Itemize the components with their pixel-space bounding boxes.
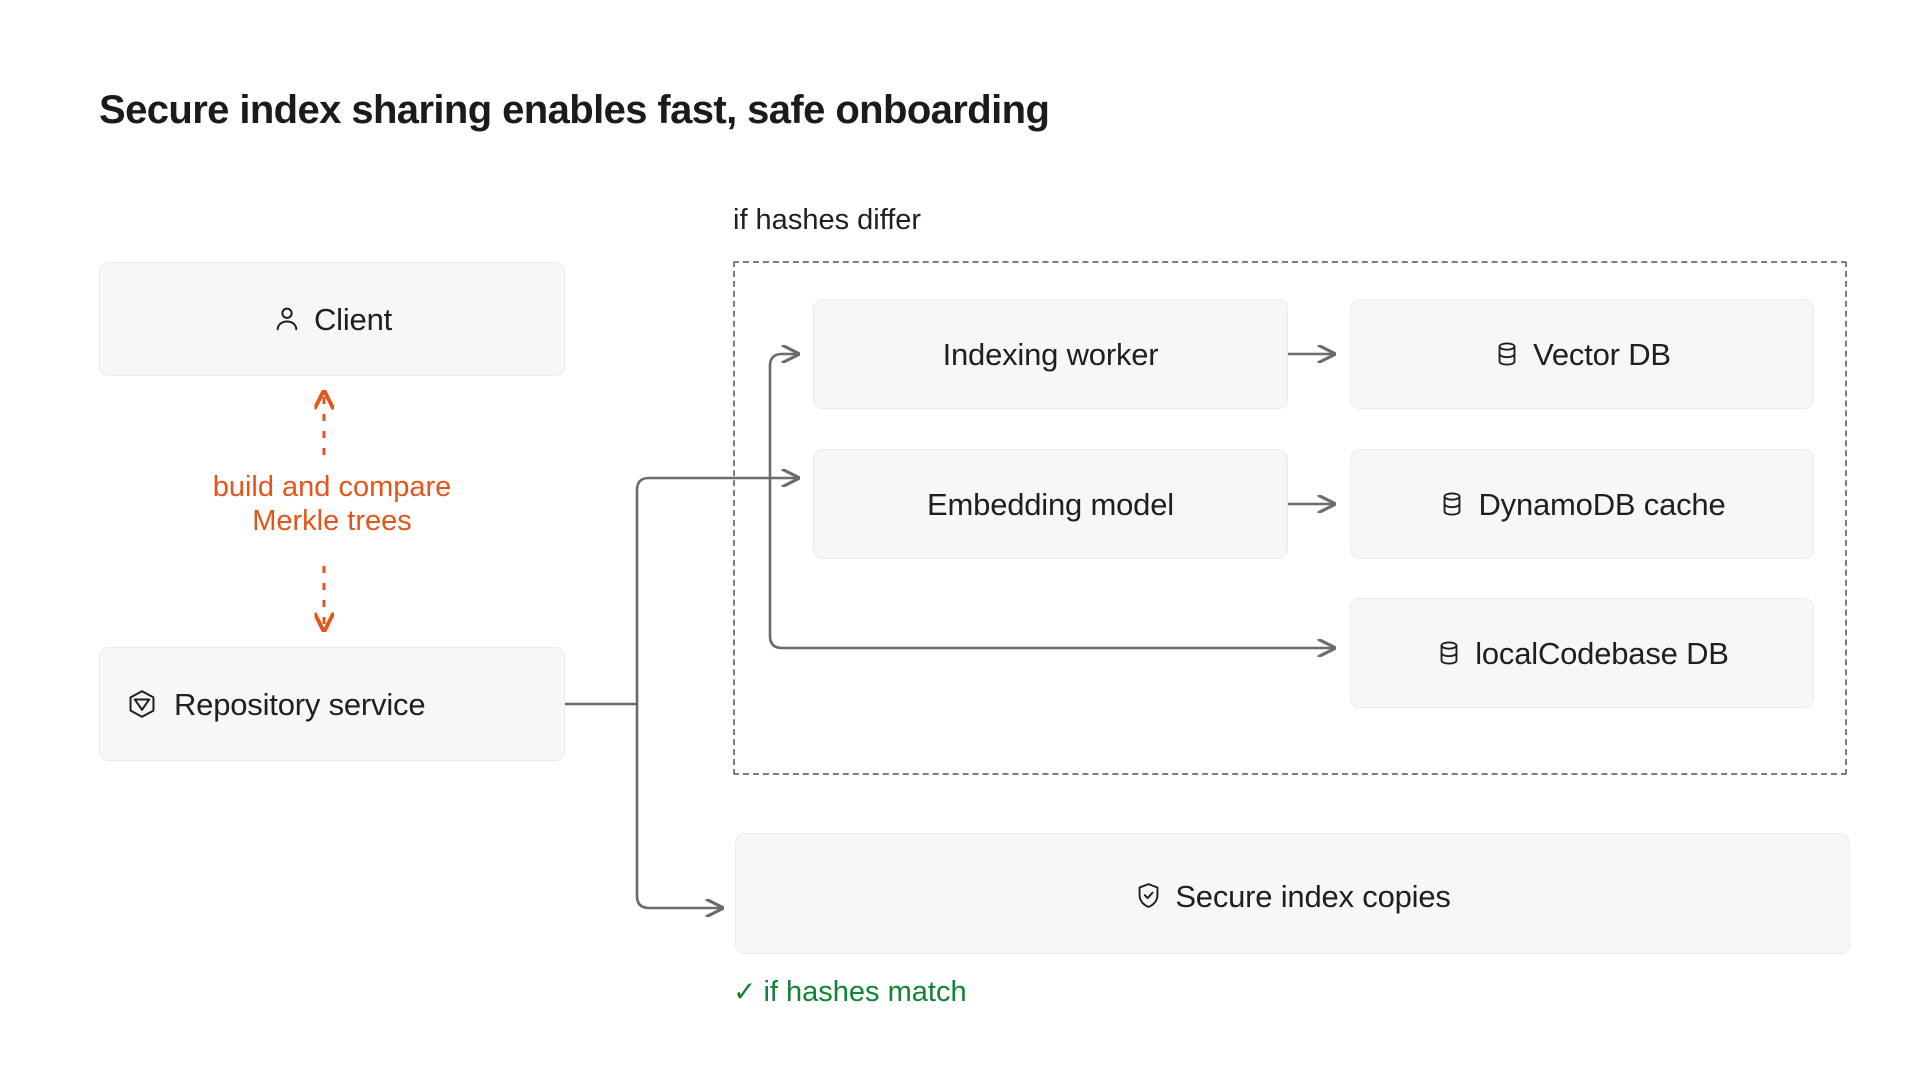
group-label-if-hashes-match-text: if hashes match: [763, 976, 967, 1008]
database-icon: [1438, 490, 1466, 518]
database-icon: [1435, 639, 1463, 667]
page-title: Secure index sharing enables fast, safe …: [99, 88, 1050, 132]
check-icon: ✓: [733, 976, 757, 1007]
cube-icon: [126, 688, 158, 720]
node-dynamodb-cache[interactable]: DynamoDB cache: [1350, 449, 1814, 559]
node-repository-service-label: Repository service: [174, 686, 426, 722]
node-repository-service[interactable]: Repository service: [99, 647, 565, 761]
node-client-label: Client: [313, 301, 393, 337]
shield-check-icon: [1134, 881, 1163, 910]
node-localcodebase-db-label: localCodebase DB: [1475, 635, 1729, 671]
node-dynamodb-cache-label: DynamoDB cache: [1478, 486, 1726, 522]
node-secure-index-copies-label: Secure index copies: [1175, 879, 1451, 914]
node-embedding-model[interactable]: Embedding model: [813, 449, 1288, 559]
database-icon: [1493, 340, 1521, 368]
group-label-if-hashes-differ: if hashes differ: [733, 204, 922, 236]
node-indexing-worker-label: Indexing worker: [942, 336, 1159, 372]
node-indexing-worker[interactable]: Indexing worker: [813, 299, 1288, 409]
group-label-if-hashes-match: ✓if hashes match: [733, 975, 967, 1009]
node-vector-db-label: Vector DB: [1533, 336, 1671, 372]
node-vector-db[interactable]: Vector DB: [1350, 299, 1814, 409]
edge-label-merkle-line-2: Merkle trees: [252, 505, 412, 538]
node-localcodebase-db[interactable]: localCodebase DB: [1350, 598, 1814, 708]
edge-repository-to-secure-copies: [635, 702, 722, 908]
edge-label-merkle-trees: build and compare Merkle trees: [170, 470, 494, 538]
node-client[interactable]: Client: [99, 262, 565, 376]
user-icon: [272, 304, 302, 334]
node-secure-index-copies[interactable]: Secure index copies: [735, 833, 1850, 954]
edge-label-merkle-line-1: build and compare: [212, 471, 452, 503]
node-embedding-model-label: Embedding model: [927, 486, 1174, 522]
